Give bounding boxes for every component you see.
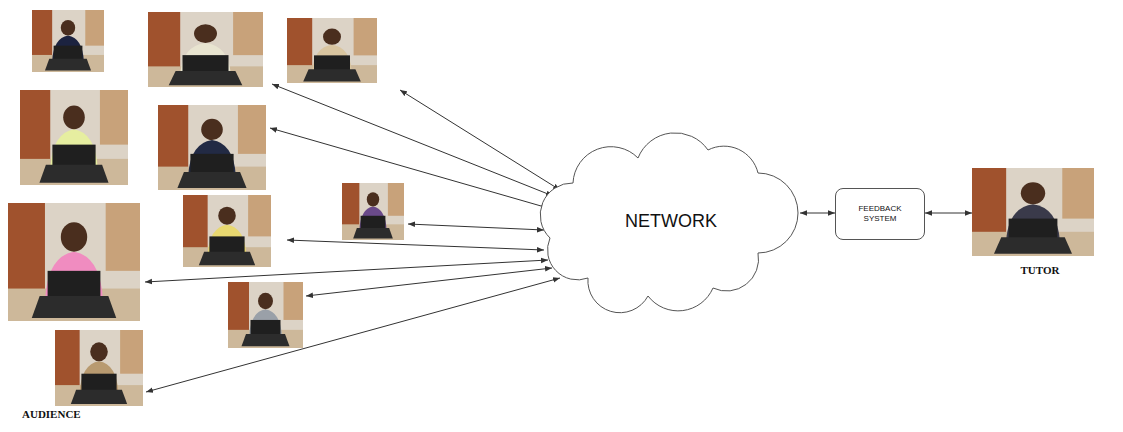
- student-photo: [8, 203, 140, 321]
- feedback-box: FEEDBACK SYSTEM: [835, 188, 925, 240]
- student-photo: [148, 12, 263, 87]
- student-arrow: [146, 278, 560, 392]
- student-photos: [8, 10, 404, 406]
- tutor-node: TUTOR: [972, 168, 1094, 276]
- student-photo: [287, 18, 377, 83]
- student-arrow: [408, 224, 544, 230]
- student-photo: [342, 183, 404, 240]
- tutor-photo: [972, 168, 1094, 256]
- bidirectional-arrow: [925, 213, 972, 214]
- node-text: NETWORK: [611, 201, 717, 232]
- student-photo: [183, 195, 271, 267]
- node-text: TUTOR: [1007, 264, 1060, 276]
- group-label: AUDIENCE: [22, 408, 81, 420]
- student-arrow: [272, 84, 553, 196]
- student-arrow: [270, 128, 548, 208]
- student-photo: [228, 282, 303, 348]
- node-text: FEEDBACK SYSTEM: [850, 204, 910, 224]
- student-arrow: [145, 260, 548, 282]
- student-photo: [32, 10, 104, 72]
- student-arrows: [145, 84, 560, 392]
- bidirectional-arrow: [800, 213, 835, 214]
- student-photo: [158, 105, 266, 190]
- student-photo: [20, 90, 128, 185]
- network-cloud: NETWORK: [528, 128, 800, 305]
- student-arrow: [306, 268, 552, 296]
- student-arrow: [287, 240, 544, 250]
- student-arrow: [400, 90, 560, 190]
- student-photo: [55, 330, 143, 406]
